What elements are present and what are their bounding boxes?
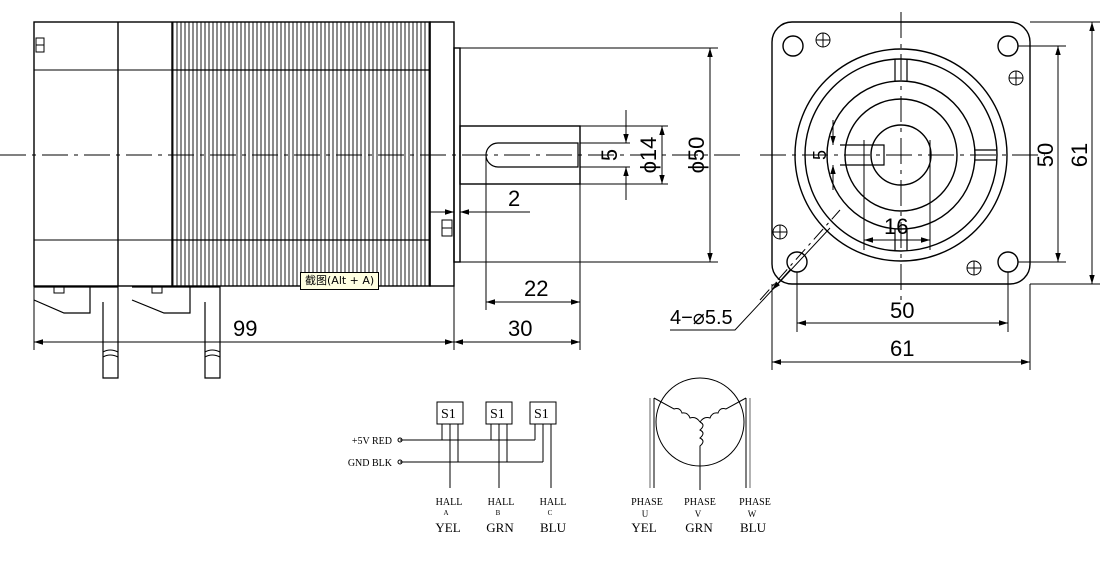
hall-b-color: GRN [486, 520, 514, 535]
mount-hole-bl [786, 251, 808, 273]
winding-u [653, 397, 701, 423]
mount-hole-br [997, 251, 1019, 273]
dim-flange-thickness: 2 [508, 186, 520, 211]
winding-v [699, 421, 704, 490]
dim-length: 99 [233, 316, 257, 341]
cooling-fins-middle [172, 70, 430, 240]
hall-sensor-label-c: S1 [534, 407, 549, 422]
phase-w-color: BLU [740, 520, 767, 535]
phase-w-name: PHASE [739, 497, 771, 508]
phase-u-name: PHASE [631, 497, 663, 508]
mount-hole-tl [782, 35, 804, 57]
shaft [459, 125, 581, 185]
dim-key-length: 22 [524, 276, 548, 301]
cooling-fins-top [172, 22, 430, 70]
hall-c-color: BLU [540, 520, 567, 535]
dim-key-depth: 16 [884, 214, 908, 239]
supply-5v-label: +5V RED [352, 436, 392, 447]
hall-sensor-label-a: S1 [441, 407, 456, 422]
hall-circuit [397, 401, 557, 488]
supply-gnd-label: GND BLK [348, 458, 393, 469]
shaft-key [485, 142, 579, 168]
phase-v-name: PHASE [684, 497, 716, 508]
dim-shaft-diameter: ϕ14 [636, 137, 661, 174]
hall-a-name: HALL [436, 497, 463, 508]
hall-sensor-label-b: S1 [490, 407, 505, 422]
phase-v-color: GRN [685, 520, 713, 535]
front-view [670, 12, 1100, 370]
phase-u-color: YEL [631, 520, 656, 535]
connector-left [33, 286, 91, 314]
front-key [840, 144, 885, 166]
hall-b-sub: B [496, 509, 501, 517]
flange [429, 21, 455, 287]
hall-b-name: HALL [488, 497, 515, 508]
connector-right [131, 286, 191, 314]
screenshot-tooltip: 截图(Alt + A) [300, 272, 380, 290]
side-view [0, 21, 740, 379]
shaft-end [870, 124, 932, 186]
cable-left [90, 286, 119, 379]
dim-pilot-diameter: ϕ50 [684, 137, 709, 174]
winding-w [699, 397, 747, 423]
dim-flange-h: 61 [890, 336, 914, 361]
hall-a-color: YEL [435, 520, 460, 535]
phase-v-sub: V [695, 509, 702, 519]
hall-a-sub: A [443, 509, 448, 517]
cable-right [190, 286, 221, 379]
dim-shaft-length: 30 [508, 316, 532, 341]
phase-u-sub: U [642, 509, 649, 519]
mount-hole-tr [997, 35, 1019, 57]
dim-front-key-width: 5 [810, 150, 830, 160]
phase-w-sub: W [748, 509, 757, 519]
hall-c-sub: C [548, 509, 553, 517]
dim-holes: 4−⌀5.5 [670, 307, 733, 329]
dim-bolt-spacing-v: 50 [1033, 143, 1058, 167]
holes-leader [670, 227, 831, 331]
screw-icon [772, 32, 1024, 276]
phase-circuit [649, 377, 751, 490]
dim-key-width: 5 [597, 149, 622, 161]
dim-bolt-spacing-h: 50 [890, 298, 914, 323]
square-flange [771, 21, 1031, 285]
dim-flange-v: 61 [1067, 143, 1092, 167]
outer-ring [794, 48, 1008, 262]
hall-c-name: HALL [540, 497, 567, 508]
